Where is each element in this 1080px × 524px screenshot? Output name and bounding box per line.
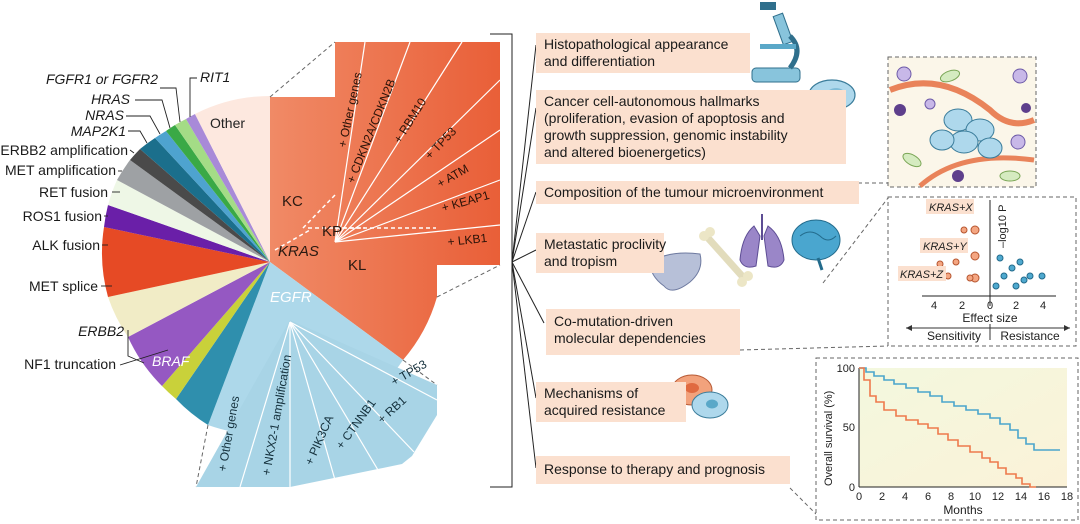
bracket-connector xyxy=(490,33,545,488)
erbb2-slice xyxy=(128,262,270,386)
label-nras: NRAS xyxy=(85,107,125,123)
label-nf1: NF1 truncation xyxy=(24,356,116,372)
kc-label: KC xyxy=(282,193,303,210)
effect-tick: 2 xyxy=(1013,300,1019,312)
box-hallmarks: Cancer cell-autonomous hallmarks (prolif… xyxy=(536,90,846,164)
erbb2-amp-slice xyxy=(130,149,270,262)
map2k1-slice xyxy=(140,138,270,262)
braf-label: BRAF xyxy=(152,353,191,369)
effect-label-z: KRAS+Z xyxy=(900,269,944,281)
effect-tick: 4 xyxy=(931,300,937,312)
survival-curve-blue xyxy=(859,367,1060,451)
survival-xtick: 12 xyxy=(992,491,1004,503)
box-metastatic: Metastatic proclivity and tropism xyxy=(536,233,667,273)
label-hras: HRAS xyxy=(91,91,131,107)
ros1-slice xyxy=(104,205,270,262)
label-ros1: ROS1 fusion xyxy=(23,208,102,224)
other-slice xyxy=(195,96,270,262)
box-line: acquired resistance xyxy=(544,402,666,418)
rit1-slice xyxy=(186,114,270,262)
label-met-splice: MET splice xyxy=(29,278,98,294)
kl-label: KL xyxy=(348,257,366,274)
met-amp-slice xyxy=(117,160,270,262)
braf-slice xyxy=(176,262,270,425)
effect-label-x: KRAS+X xyxy=(929,202,973,214)
box-line: Co-mutation-driven xyxy=(554,313,674,329)
sensitivity-label: Sensitivity xyxy=(927,329,981,343)
effect-tick: 2 xyxy=(959,300,965,312)
bone-icon xyxy=(699,227,753,287)
effect-yaxis-label: –log10 P xyxy=(997,205,1009,248)
box-line: growth suppression, genomic instability xyxy=(544,127,788,143)
label-fgfr: FGFR1 or FGFR2 xyxy=(46,71,158,87)
resistance-label: Resistance xyxy=(1000,329,1060,343)
effect-size-plot: KRAS+X KRAS+Y KRAS+Z –log10 P 4 2 0 2 4 … xyxy=(887,196,1077,347)
kras-label: KRAS xyxy=(278,243,319,260)
microscope-icon xyxy=(751,2,801,83)
label-erbb2: ERBB2 xyxy=(78,323,124,339)
egfr-expanded-wedge xyxy=(196,320,437,487)
met-splice-slice xyxy=(108,262,270,337)
box-comutation: Co-mutation-driven molecular dependencie… xyxy=(546,309,740,355)
label-erbb2-amp: ERBB2 amplification xyxy=(0,142,128,158)
survival-ylabel: Overall survival (%) xyxy=(823,391,835,486)
tme-illustration xyxy=(887,56,1037,188)
box-line: and tropism xyxy=(544,253,618,269)
box-resistance: Mechanisms of acquired resistance xyxy=(536,382,686,422)
box-tme: Composition of the tumour microenvironme… xyxy=(536,181,859,204)
fgfr-slice xyxy=(175,119,270,262)
brain-icon xyxy=(791,219,841,271)
kp-label: KP xyxy=(322,223,342,240)
survival-xtick: 4 xyxy=(902,491,908,503)
driver-pie-chart: Other KC KP KRAS KL EGFR BRAF RIT1 FGFR1… xyxy=(0,41,501,488)
box-line: molecular dependencies xyxy=(554,330,706,346)
survival-ytick: 100 xyxy=(837,363,855,375)
box-response: Response to therapy and prognosis xyxy=(536,456,790,484)
survival-xtick: 8 xyxy=(948,491,954,503)
box-line: and differentiation xyxy=(544,53,656,69)
box-line: (proliferation, evasion of apoptosis and xyxy=(544,110,785,126)
survival-xtick: 10 xyxy=(969,491,981,503)
box-line: and altered bioenergetics) xyxy=(544,144,706,160)
effect-tick: 4 xyxy=(1040,300,1046,312)
box-line: Histopathological appearance xyxy=(544,36,729,52)
other-label: Other xyxy=(210,115,245,131)
survival-xtick: 14 xyxy=(1015,491,1027,503)
hras-slice xyxy=(166,125,270,262)
label-map2k1: MAP2K1 xyxy=(71,123,126,139)
egfr-label: EGFR xyxy=(270,289,312,306)
alk-slice xyxy=(101,227,271,297)
survival-ytick: 0 xyxy=(849,482,855,494)
box-histopathology: Histopathological appearance and differe… xyxy=(536,33,750,73)
survival-plot: Overall survival (%) 100 50 0 0 2 4 6 8 … xyxy=(815,357,1079,521)
survival-xtick: 16 xyxy=(1038,491,1050,503)
effect-xlabel: Effect size xyxy=(962,311,1017,325)
effect-tick: 0 xyxy=(987,300,993,312)
survival-xtick: 18 xyxy=(1061,491,1073,503)
label-alk: ALK fusion xyxy=(32,237,100,253)
label-met-amp: MET amplification xyxy=(5,162,116,178)
box-line: Metastatic proclivity xyxy=(544,236,667,252)
kras-slice xyxy=(270,42,500,360)
survival-xtick: 6 xyxy=(925,491,931,503)
box-line: Mechanisms of xyxy=(544,385,639,401)
nf1-slice xyxy=(162,262,270,399)
label-rit1: RIT1 xyxy=(200,69,230,85)
box-line: Composition of the tumour microenvironme… xyxy=(544,184,824,200)
lungs-icon xyxy=(739,214,785,268)
box-line: Response to therapy and prognosis xyxy=(544,461,766,477)
survival-xlabel: Months xyxy=(943,503,982,517)
survival-xtick: 0 xyxy=(856,491,862,503)
kras-comut-lkb1: + LKB1 xyxy=(447,231,488,249)
box-line: Cancer cell-autonomous hallmarks xyxy=(544,93,760,109)
nras-slice xyxy=(155,131,270,262)
survival-ytick: 50 xyxy=(843,422,855,434)
survival-xtick: 2 xyxy=(879,491,885,503)
survival-curve-orange xyxy=(859,367,1036,488)
ret-slice xyxy=(108,180,270,262)
label-ret: RET fusion xyxy=(39,184,108,200)
effect-label-y: KRAS+Y xyxy=(923,241,967,253)
